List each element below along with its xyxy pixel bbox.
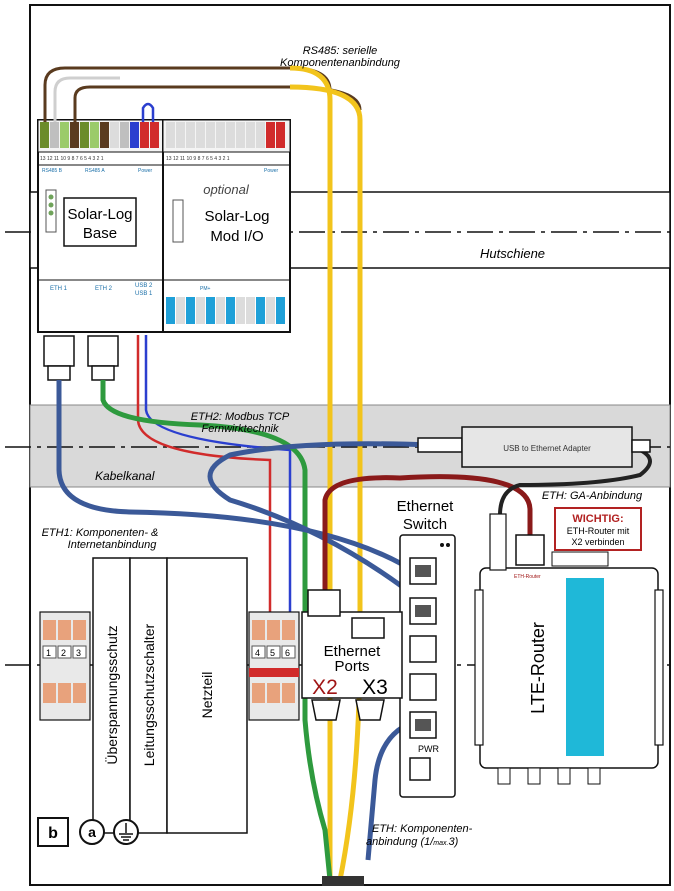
legend-a-circle xyxy=(79,819,105,845)
status-led xyxy=(48,210,54,216)
base-rs485a-label: RS485 A xyxy=(85,168,105,174)
terminal-number-1: 1 xyxy=(46,648,51,658)
mod-pin-numbers: 13 12 11 10 9 8 7 6 5 4 3 2 1 xyxy=(166,156,230,162)
status-led xyxy=(48,202,54,208)
base-display xyxy=(63,197,137,247)
wichtig-line-2: X2 verbinden xyxy=(571,537,624,547)
eth1-label-2: Internetanbindung xyxy=(68,539,158,551)
rs485-cable-yellow-1 xyxy=(289,65,333,880)
mod-terminal-block xyxy=(166,122,285,148)
mod-power-label: Power xyxy=(264,168,279,174)
ueberspannung-label: Überspannungsschutz xyxy=(103,625,120,764)
eth2-cable-green xyxy=(100,380,333,881)
wichtig-note: WICHTIG: ETH-Router mit X2 verbinden xyxy=(554,507,642,551)
eth2-label-2: Fernwirktechnik xyxy=(201,423,279,435)
base-eth1-label: ETH 1 xyxy=(50,286,68,292)
ports-title-1: Ethernet xyxy=(324,643,382,660)
router-label: LTE-Router xyxy=(528,622,548,714)
eth-ga-label: ETH: GA-Anbindung xyxy=(542,490,643,502)
router-port-label: ETH-Router xyxy=(514,574,541,580)
terminal-number-6: 6 xyxy=(285,648,290,658)
power-loop-blue xyxy=(141,102,155,122)
eth-comp-label-1: ETH: Komponenten- xyxy=(372,823,473,835)
lte-router: LTE-Router ETH-Router xyxy=(474,513,664,785)
switch-title-1: Ethernet xyxy=(397,498,455,515)
base-title: Solar-Log xyxy=(67,206,132,223)
base-power-label: Power xyxy=(138,168,153,174)
netzteil-label: Netzteil xyxy=(199,672,215,719)
port-x2-label: X2 xyxy=(312,676,338,699)
x3-socket xyxy=(351,617,385,639)
eth1-cable-blue xyxy=(56,380,422,578)
router-cable-black xyxy=(498,448,652,516)
leitungsschutz-label: Leitungsschutzschalter xyxy=(141,623,157,766)
terminal-block-left: 1 2 3 xyxy=(39,611,91,721)
eth1-label-1: ETH1: Komponenten- & xyxy=(42,527,159,539)
base-pin-numbers: 13 12 11 10 9 8 7 6 5 4 3 2 1 xyxy=(40,156,104,162)
eth-comp-label-2: anbindung (1/max.3) xyxy=(366,836,459,848)
power-supply: Netzteil xyxy=(166,557,248,834)
switch-title-2: Switch xyxy=(403,516,447,533)
switch-power-connector xyxy=(409,757,431,781)
eth2-connector xyxy=(87,335,119,381)
status-led xyxy=(48,194,54,200)
mod-pm-label: PM+ xyxy=(200,286,211,292)
overvoltage-protection: Überspannungsschutz xyxy=(92,557,131,834)
mod-optional-label: optional xyxy=(203,182,250,197)
base-rs485b-label: RS485 B xyxy=(42,168,63,174)
router-cyan-stripe xyxy=(566,578,604,756)
ethernet-switch: Ethernet Switch PWR xyxy=(397,498,456,798)
switch-port-3 xyxy=(409,635,437,663)
terminal-number-3: 3 xyxy=(76,648,81,658)
rs485-label-2: Komponentenanbindung xyxy=(280,57,401,69)
wichtig-title: WICHTIG: xyxy=(572,513,623,525)
mod-subtitle: Mod I/O xyxy=(210,228,263,245)
base-usb1-label: USB 1 xyxy=(135,291,153,297)
solar-log-mod-io: 13 12 11 10 9 8 7 6 5 4 3 2 1 Power opti… xyxy=(162,119,291,333)
x2-cable-darkred xyxy=(322,474,533,590)
eth1-connector xyxy=(43,335,75,381)
base-terminal-block xyxy=(40,122,159,148)
router-side-plug xyxy=(489,513,507,571)
usb-adapter-cable-blue xyxy=(207,441,431,602)
rs485-label-1: RS485: serielle xyxy=(303,45,378,57)
switch-pwr-label: PWR xyxy=(418,744,439,754)
switch-port-4 xyxy=(409,673,437,701)
kabelkanal-label: Kabelkanal xyxy=(95,469,155,483)
base-usb2-label: USB 2 xyxy=(135,283,153,289)
router-eth-plug xyxy=(515,534,545,566)
base-eth2-label: ETH 2 xyxy=(95,286,113,292)
ethernet-ports-block: Ethernet Ports X2 X3 xyxy=(301,589,403,721)
terminal-number-2: 2 xyxy=(61,648,66,658)
terminal-block-right: 4 5 6 xyxy=(248,611,300,721)
usb-ethernet-adapter: USB to Ethernet Adapter xyxy=(417,426,651,468)
wichtig-line-1: ETH-Router mit xyxy=(567,526,630,536)
cable-bundle-clamp xyxy=(322,876,364,886)
circuit-breaker: Leitungsschutzschalter xyxy=(129,557,168,834)
legend-a-label: a xyxy=(88,824,96,840)
eth2-label-1: ETH2: Modbus TCP xyxy=(191,411,290,423)
rs485-cable-grey xyxy=(53,76,120,122)
legend-symbols: b a xyxy=(37,817,139,847)
mod-bottom-terminals xyxy=(166,297,285,324)
usb-adapter-label: USB to Ethernet Adapter xyxy=(503,444,591,453)
solar-log-base: 13 12 11 10 9 8 7 6 5 4 3 2 1 RS485 B RS… xyxy=(37,119,164,333)
base-subtitle: Base xyxy=(83,225,117,242)
hutschiene-label: Hutschiene xyxy=(480,246,545,261)
mod-title: Solar-Log xyxy=(204,208,269,225)
port-x3-label: X3 xyxy=(362,676,388,699)
legend-b-label: b xyxy=(48,825,58,842)
power-cable-red xyxy=(136,335,272,710)
power-bridge-red xyxy=(249,668,299,677)
ports-title-2: Ports xyxy=(334,658,369,675)
x2-plug xyxy=(307,589,341,617)
terminal-number-5: 5 xyxy=(270,648,275,658)
terminal-number-4: 4 xyxy=(255,648,260,658)
